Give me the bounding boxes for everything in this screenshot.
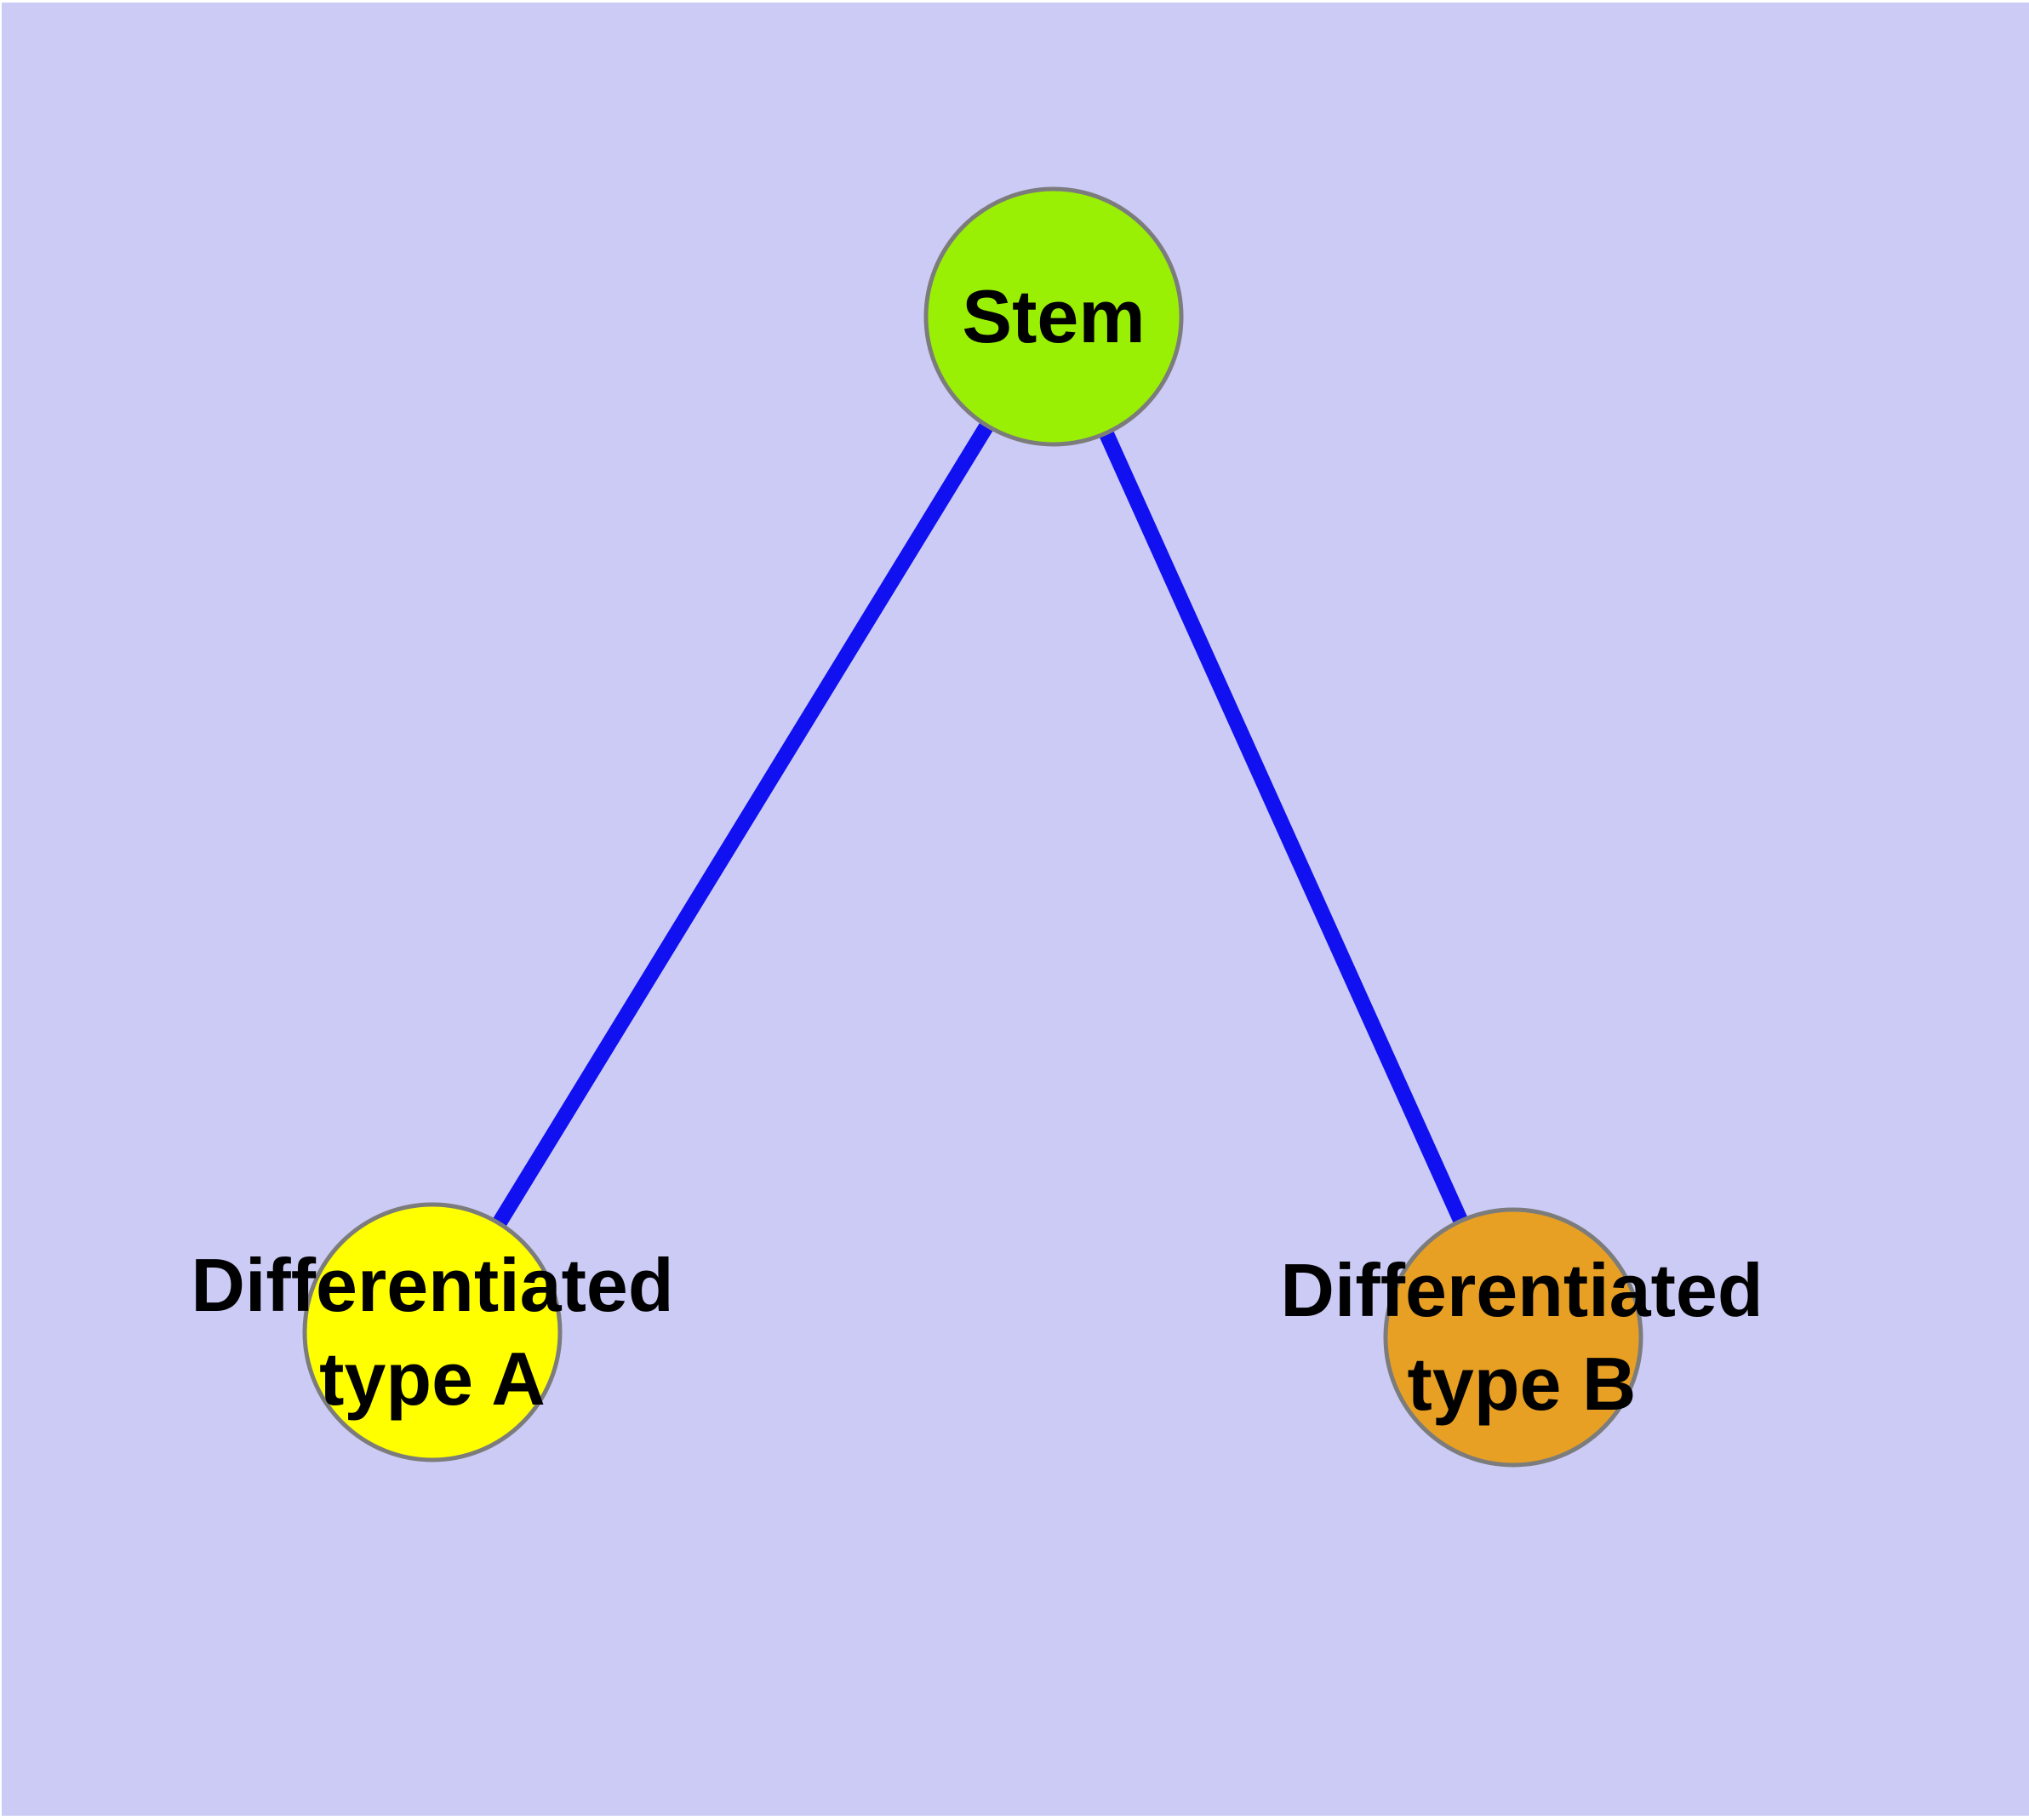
node-type-a-label-line-1: Differentiated xyxy=(191,1243,674,1327)
edge-stem-to-type-b xyxy=(1046,313,1521,1341)
edge-stem-to-type-a xyxy=(426,312,1060,1336)
node-type-a-label: Differentiated type A xyxy=(191,1239,673,1426)
node-type-a-label-line-2: type A xyxy=(319,1336,546,1421)
node-stem-label-line: Stem xyxy=(962,274,1146,358)
node-type-b-label-line-1: Differentiated xyxy=(1280,1248,1763,1332)
node-stem-label: Stem xyxy=(962,270,1145,363)
node-type-b-label-line-2: type B xyxy=(1407,1342,1637,1426)
node-type-b-label: Differentiated type B xyxy=(1280,1244,1763,1431)
node-type-b-circle xyxy=(1383,1207,1643,1468)
node-type-a-circle xyxy=(302,1202,563,1462)
node-stem-circle xyxy=(923,186,1184,447)
